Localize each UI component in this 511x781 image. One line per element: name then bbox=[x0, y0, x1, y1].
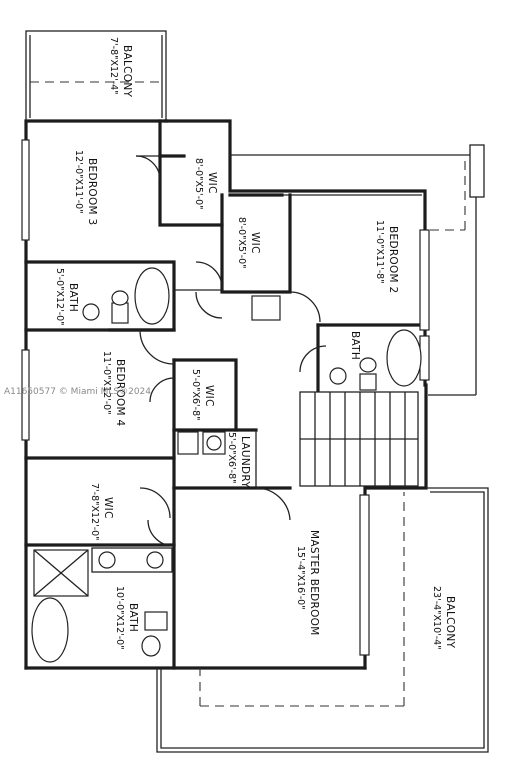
label-wic-mid: WIC 8'-0"X5'-0" bbox=[236, 217, 261, 269]
room-name-laundry: LAUNDRY bbox=[239, 436, 251, 488]
label-laundry: LAUNDRY 5'-0"X6'-8" bbox=[226, 432, 251, 488]
window-marks bbox=[21, 139, 430, 656]
room-dims-bedroom3: 12'-0"X11'-0" bbox=[73, 150, 84, 214]
room-name-wic-b3: WIC bbox=[206, 172, 218, 194]
room-dims-wic-b3: 8'-0"X5'-0" bbox=[193, 158, 204, 210]
staircase bbox=[299, 391, 419, 487]
label-wic-b3: WIC 8'-0"X5'-0" bbox=[193, 158, 218, 210]
door-swings bbox=[135, 155, 327, 547]
master-bath-fixtures bbox=[31, 547, 173, 663]
room-dims-bedroom4: 11'-0"X12'-0" bbox=[101, 351, 112, 415]
room-name-balcony-bottom: BALCONY bbox=[444, 596, 456, 648]
room-name-wic-master: WIC bbox=[102, 497, 114, 519]
room-name-bedroom2: BEDROOM 2 bbox=[387, 226, 399, 294]
room-dims-wic-master: 7'-8"X12'-0" bbox=[89, 483, 100, 541]
room-name-master: MASTER BEDROOM bbox=[308, 530, 320, 636]
room-dims-master: 15'-4"X16'-0" bbox=[295, 546, 306, 610]
room-name-bath-master: BATH bbox=[127, 603, 139, 632]
room-dims-laundry: 5'-0"X6'-8" bbox=[226, 432, 237, 484]
label-bath-master: BATH 10'-0"X12'-0" bbox=[114, 586, 139, 650]
room-dims-bath-master: 10'-0"X12'-0" bbox=[114, 586, 125, 650]
room-name-bedroom3: BEDROOM 3 bbox=[86, 158, 98, 226]
room-dims-bath-b3: 5'-0"X12'-0" bbox=[54, 268, 65, 326]
laundry-fixtures bbox=[177, 431, 226, 455]
label-bath-b3: BATH 5'-0"X12'-0" bbox=[54, 268, 79, 326]
room-name-bath-b3: BATH bbox=[67, 283, 79, 312]
room-name-balcony-top: BALCONY bbox=[121, 45, 133, 97]
room-dims-wic-b4: 5'-0"X6'-8" bbox=[190, 369, 201, 421]
bottom-balcony-structure bbox=[156, 487, 489, 753]
top-balcony-structure bbox=[25, 30, 167, 122]
room-dims-wic-mid: 8'-0"X5'-0" bbox=[236, 217, 247, 269]
room-dims-bedroom2: 11'-0"X11'-8" bbox=[374, 220, 385, 284]
room-dims-balcony-top: 7'-8"X12'-4" bbox=[108, 37, 119, 95]
label-bedroom2: BEDROOM 2 11'-0"X11'-8" bbox=[374, 220, 399, 294]
room-name-wic-b4: WIC bbox=[203, 385, 215, 407]
watermark-text: A11650577 © Miami MLS®2024 bbox=[4, 387, 151, 397]
label-bath-b2: BATH bbox=[349, 331, 361, 360]
bath-b2-fixtures bbox=[329, 329, 422, 391]
bath-b3-fixtures bbox=[82, 267, 170, 325]
label-wic-b4: WIC 5'-0"X6'-8" bbox=[190, 369, 215, 421]
label-wic-master: WIC 7'-8"X12'-0" bbox=[89, 483, 114, 541]
label-bedroom4: BEDROOM 4 11'-0"X12'-0" bbox=[101, 351, 126, 427]
room-name-bedroom4: BEDROOM 4 bbox=[114, 359, 126, 427]
label-balcony-top: BALCONY 7'-8"X12'-4" bbox=[108, 37, 133, 97]
room-name-bath-b2: BATH bbox=[349, 331, 361, 360]
room-name-wic-mid: WIC bbox=[249, 232, 261, 254]
label-bedroom3: BEDROOM 3 12'-0"X11'-0" bbox=[73, 150, 98, 226]
label-master: MASTER BEDROOM 15'-4"X16'-0" bbox=[295, 530, 320, 636]
room-dims-balcony-bottom: 23'-4"X10'-4" bbox=[431, 586, 442, 650]
label-balcony-bottom: BALCONY 23'-4"X10'-4" bbox=[431, 586, 456, 650]
